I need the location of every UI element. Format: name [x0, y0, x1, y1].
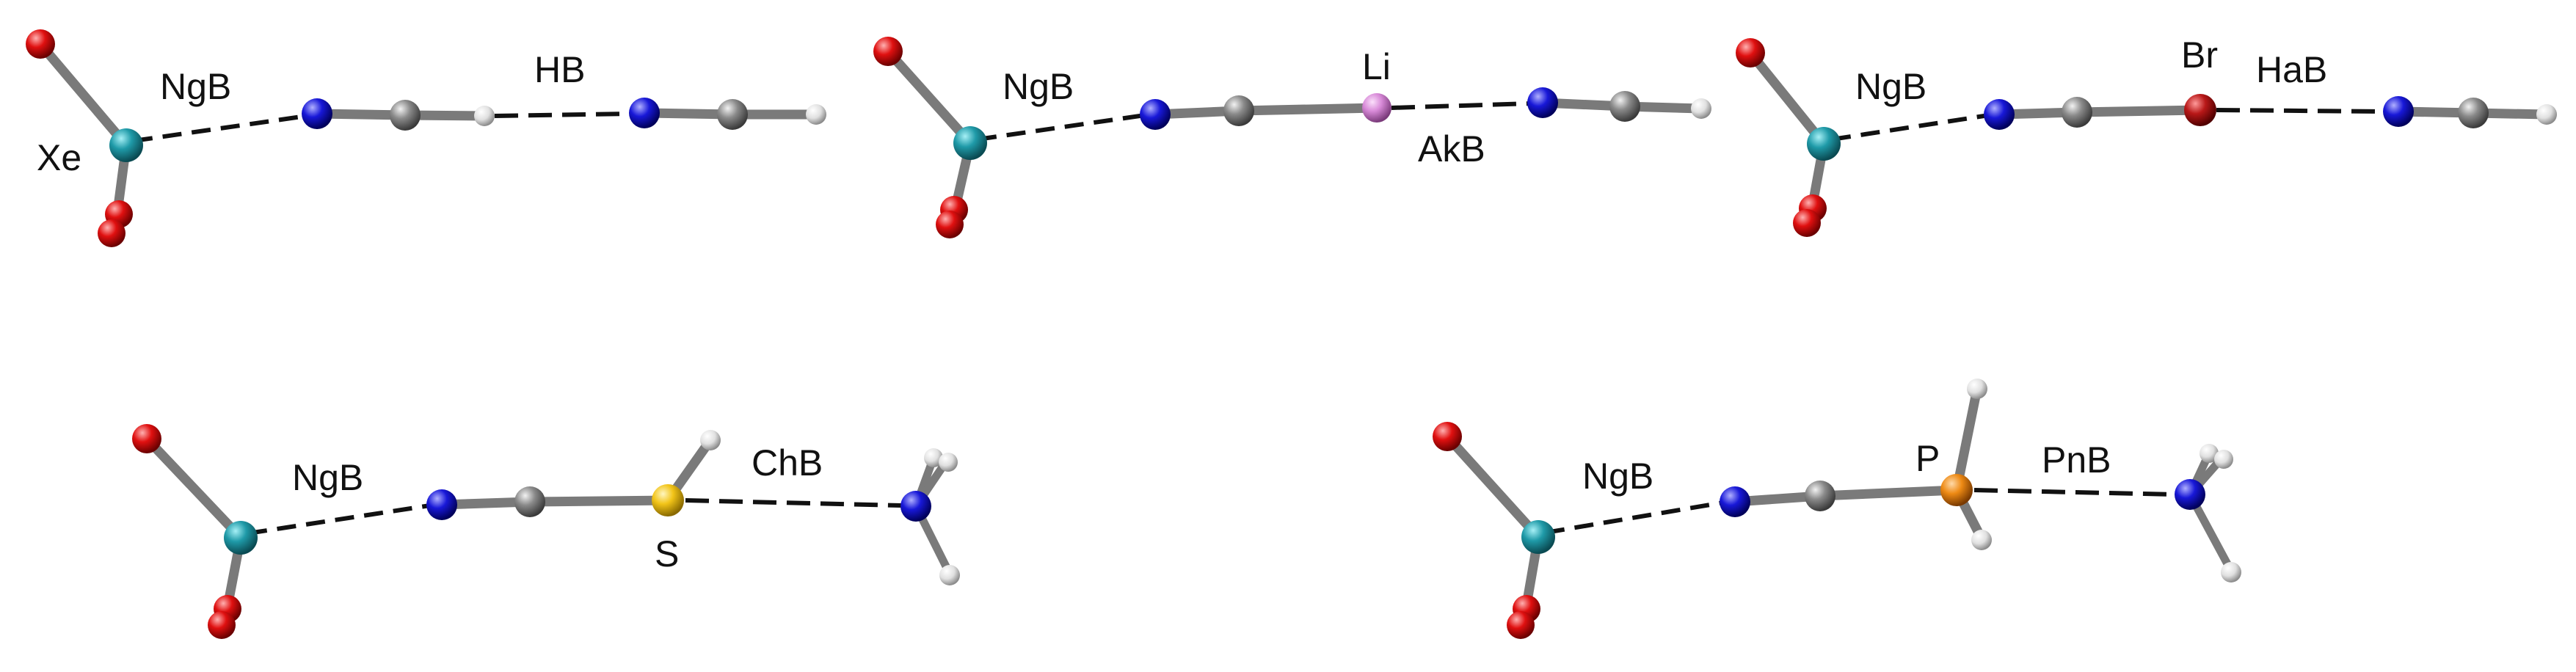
panel-halogen-bond: NgB Br HaB: [1736, 34, 2557, 237]
bonds: [142, 434, 954, 627]
atoms: [132, 424, 960, 639]
atom-lithium: [1362, 93, 1391, 123]
ngb-dashed-contact: [1831, 113, 1990, 142]
atoms: [873, 37, 1711, 238]
atom-carbon: [2062, 97, 2092, 128]
atom-nitrogen: [426, 489, 457, 520]
label-ngb: NgB: [292, 457, 363, 498]
label-akb: AkB: [1418, 128, 1485, 169]
hab-dashed-contact: [2216, 108, 2387, 114]
atom-xenon: [1521, 520, 1555, 554]
label-ngb: NgB: [1582, 456, 1653, 497]
label-p: P: [1915, 438, 1940, 479]
atom-oxygen: [1793, 209, 1821, 237]
panel-pnictogen-bond: NgB P PnB: [1433, 379, 2241, 639]
atom-carbon: [1805, 481, 1835, 511]
bonds: [1442, 384, 2235, 627]
atom-hydrogen: [1691, 98, 1711, 119]
ngb-dashed-contact: [977, 113, 1146, 142]
label-xe: Xe: [37, 137, 81, 178]
bond-c-p: [1815, 485, 1962, 501]
atom-oxygen: [208, 611, 236, 639]
bond-xe-o: [1442, 431, 1543, 542]
atom-oxygen: [1736, 38, 1765, 67]
atom-oxygen: [873, 37, 903, 66]
bond-c-br: [2072, 105, 2205, 117]
atom-hydrogen: [2221, 562, 2241, 582]
atom-oxygen: [1433, 422, 1462, 451]
atom-hydrogen: [2214, 450, 2233, 469]
bond-c-s: [525, 495, 673, 507]
atom-nitrogen: [302, 98, 332, 129]
atom-xenon: [1807, 127, 1841, 161]
atom-hydrogen: [2536, 104, 2557, 125]
bonds: [35, 39, 821, 234]
atom-sulfur: [652, 484, 684, 516]
panel-hydrogen-bond: Xe NgB HB: [26, 29, 826, 247]
atom-nitrogen: [2383, 96, 2414, 127]
bond-xe-o: [142, 434, 246, 543]
chb-dashed-contact: [685, 498, 902, 508]
atom-oxygen: [1507, 611, 1535, 639]
pnb-dashed-contact: [1973, 488, 2177, 497]
ngb-dashed-contact: [247, 503, 431, 536]
label-hb: HB: [534, 49, 585, 90]
atom-hydrogen: [1967, 379, 1987, 399]
atom-hydrogen: [939, 565, 960, 585]
atom-nitrogen: [1527, 87, 1558, 118]
bond-xe-o: [35, 39, 131, 150]
atom-nitrogen: [629, 98, 660, 128]
atom-carbon: [514, 486, 545, 517]
label-hab: HaB: [2256, 49, 2327, 90]
atom-oxygen: [98, 219, 125, 247]
atoms: [1433, 379, 2241, 639]
atom-hydrogen: [939, 453, 958, 472]
atom-phosphorus: [1940, 474, 1973, 506]
atom-hydrogen: [2200, 444, 2219, 463]
panel-chalcogen-bond: NgB ChB S: [132, 424, 960, 639]
atom-xenon: [953, 126, 987, 160]
atom-hydrogen: [1971, 530, 1992, 550]
bond-xe-o: [883, 46, 975, 148]
label-ngb: NgB: [160, 66, 231, 107]
label-ngb: NgB: [1003, 66, 1074, 107]
ngb-dashed-contact: [133, 114, 308, 143]
atom-nitrogen: [2175, 479, 2205, 510]
atom-nitrogen: [1140, 99, 1171, 130]
label-ngb: NgB: [1855, 66, 1926, 107]
atom-xenon: [109, 128, 143, 162]
atom-nitrogen: [1720, 486, 1750, 517]
atom-carbon: [390, 100, 421, 131]
label-br: Br: [2181, 34, 2218, 76]
atom-bromine: [2184, 94, 2216, 126]
label-s: S: [655, 533, 679, 574]
atoms: [26, 29, 826, 247]
panel-alkali-bond: NgB Li AkB: [873, 37, 1711, 238]
atom-oxygen: [132, 424, 161, 453]
atom-xenon: [224, 521, 258, 555]
ngb-dashed-contact: [1545, 500, 1724, 535]
hb-dashed-contact: [494, 112, 633, 118]
atom-carbon: [1223, 95, 1254, 126]
atom-carbon: [1609, 91, 1640, 122]
bond-p-h: [1951, 384, 1982, 495]
atom-hydrogen: [924, 448, 943, 467]
label-pnb: PnB: [2042, 439, 2111, 481]
atom-oxygen: [26, 29, 55, 59]
atom-hydrogen: [700, 430, 721, 450]
atoms: [1736, 38, 2557, 237]
atom-oxygen: [936, 211, 964, 238]
atom-nitrogen: [900, 491, 931, 522]
bond-c-li: [1234, 103, 1382, 116]
label-chb: ChB: [752, 442, 823, 483]
atom-hydrogen: [806, 104, 826, 125]
atom-hydrogen: [474, 106, 495, 126]
atom-carbon: [717, 99, 748, 130]
akb-dashed-contact: [1391, 101, 1532, 110]
label-li: Li: [1362, 46, 1391, 87]
atom-carbon: [2458, 98, 2489, 128]
bond-xe-o: [1745, 48, 1829, 149]
atom-nitrogen: [1984, 99, 2015, 130]
